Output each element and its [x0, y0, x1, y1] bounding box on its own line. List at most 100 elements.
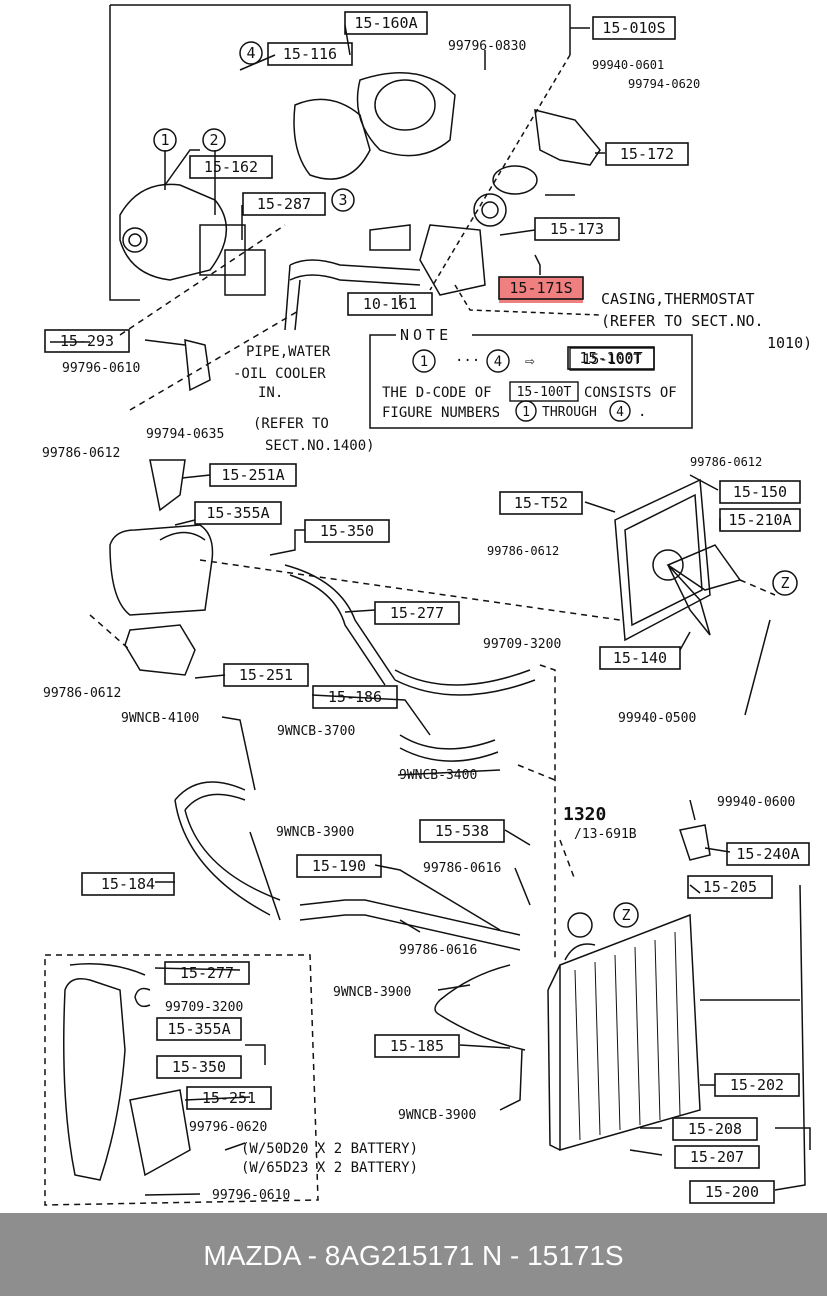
part-code-box: 15-160A: [344, 11, 428, 35]
note-circle-label: 1: [522, 405, 530, 420]
part-code-box: 15-184: [81, 872, 175, 896]
part-label: 99794-0635: [146, 427, 224, 442]
reference-circle: Z: [772, 570, 798, 596]
part-code-box: 15-538: [419, 819, 505, 843]
part-code-text: 15-207: [690, 1148, 744, 1166]
note-code-box: [509, 381, 579, 402]
reference-circle: Z: [613, 902, 639, 928]
part-code-text: 15-185: [390, 1037, 444, 1055]
part-code-text: 15-251: [239, 666, 293, 684]
note-text: CONSISTS OF: [584, 385, 677, 401]
part-code-box: 15-205: [687, 875, 773, 899]
note-code-text: 15-100T: [517, 385, 572, 400]
note-dots: ···: [455, 353, 480, 369]
part-label: 99786-0616: [399, 943, 477, 958]
note-circle: [486, 349, 510, 373]
note-circle: [609, 400, 631, 422]
part-code-text: 15-277: [390, 604, 444, 622]
part-code-text: 15-140: [613, 649, 667, 667]
reference-circle-label: Z: [780, 574, 789, 592]
reference-circle: 2: [202, 128, 226, 152]
part-code-text: 15-355A: [167, 1020, 230, 1038]
part-label: 99786-0612: [43, 686, 121, 701]
part-label: 99709-3200: [483, 637, 561, 652]
part-code-text: 15-200: [705, 1183, 759, 1201]
part-code-text: 15-100T: [579, 349, 642, 367]
reference-circle-label: Z: [621, 906, 630, 924]
part-label: PIPE,WATER: [246, 344, 331, 360]
note-text: THROUGH: [542, 405, 597, 420]
part-code-box: 15-186: [312, 685, 398, 709]
note-code-text: 15-100T: [582, 352, 642, 368]
note-text: FIGURE NUMBERS: [382, 405, 500, 421]
part-code-text: 15-208: [688, 1120, 742, 1138]
footer-bar: [0, 1213, 827, 1296]
part-code-text: 15-171S: [509, 279, 572, 297]
part-code-text: 15-277: [180, 964, 234, 982]
part-label: CASING,THERMOSTAT: [601, 290, 755, 308]
part-code-text: 15-150: [733, 483, 787, 501]
part-label: 99796-0610: [212, 1188, 290, 1203]
part-label: 9WNCB-3400: [399, 768, 477, 783]
part-label: SECT.NO.1400): [265, 438, 375, 454]
part-label: 1320: [563, 804, 606, 825]
part-code-box: 15-251: [186, 1086, 272, 1110]
part-code-text: 15-173: [550, 220, 604, 238]
part-code-box: 15-202: [714, 1073, 800, 1097]
reference-circle: 1: [153, 128, 177, 152]
part-label: 99709-3200: [165, 1000, 243, 1015]
part-label: (W/65D23 X 2 BATTERY): [241, 1160, 418, 1176]
part-label: 99796-0830: [448, 39, 526, 54]
part-code-box: 15-207: [674, 1145, 760, 1169]
note-code-box: [569, 347, 655, 371]
part-code-box: 15-173: [534, 217, 620, 241]
part-label: 9WNCB-4100: [121, 711, 199, 726]
part-code-box: 15-116: [267, 42, 353, 66]
part-code-box: 15-293: [44, 329, 130, 353]
footer-part-number: MAZDA - 8AG215171 N - 15171S: [203, 1240, 624, 1271]
part-label: 9WNCB-3700: [277, 724, 355, 739]
part-label: 9WNCB-3900: [333, 985, 411, 1000]
part-label: IN.: [258, 385, 283, 401]
part-code-text: 15-116: [283, 45, 337, 63]
part-code-box: 15-350: [156, 1055, 242, 1079]
part-code-box: 15-171S: [498, 276, 584, 300]
part-code-box: 15-010S: [592, 16, 676, 40]
part-label: 99940-0600: [717, 795, 795, 810]
part-code-box: 15-150: [719, 480, 801, 504]
part-code-text: 15-293: [60, 332, 114, 350]
note-circle: [412, 349, 436, 373]
part-code-text: 15-355A: [206, 504, 269, 522]
part-label: 99796-0610: [62, 361, 140, 376]
note-circle-label: 4: [494, 354, 502, 370]
note-circle-label: 4: [616, 405, 624, 420]
part-code-text: 15-190: [312, 857, 366, 875]
note-title-gap: [396, 328, 472, 340]
part-code-box: 15-T52: [499, 491, 583, 515]
part-label: 1010): [767, 334, 812, 352]
note-circle-label: 1: [420, 354, 428, 370]
diagram-canvas: 15-160A15-010S15-11615-16215-28715-17215…: [42, 4, 812, 1206]
part-code-box: 15-251: [223, 663, 309, 687]
part-code-text: 15-184: [101, 875, 155, 893]
part-code-box: 15-277: [374, 601, 460, 625]
reference-circle: 4: [239, 41, 263, 65]
part-label: 99794-0620: [628, 77, 700, 91]
part-code-text: 15-210A: [728, 511, 791, 529]
note-arrow-icon: ⇨: [525, 351, 535, 370]
part-code-box: 15-140: [599, 646, 681, 670]
part-label: (REFER TO: [253, 416, 329, 432]
part-label: 99786-0612: [690, 455, 762, 469]
part-code-text: 15-251A: [221, 466, 284, 484]
part-code-box: 15-240A: [726, 842, 810, 866]
part-code-text: 15-350: [172, 1058, 226, 1076]
part-code-box: 15-190: [296, 854, 382, 878]
part-code-box: 15-350: [304, 519, 390, 543]
part-label: 99940-0601: [592, 58, 664, 72]
part-code-text: 15-205: [703, 878, 757, 896]
part-code-box: 15-200: [689, 1180, 775, 1204]
part-label: (W/50D20 X 2 BATTERY): [241, 1141, 418, 1157]
part-code-text: 15-T52: [514, 494, 568, 512]
part-code-text: 15-162: [204, 158, 258, 176]
part-label: 9WNCB-3900: [276, 825, 354, 840]
